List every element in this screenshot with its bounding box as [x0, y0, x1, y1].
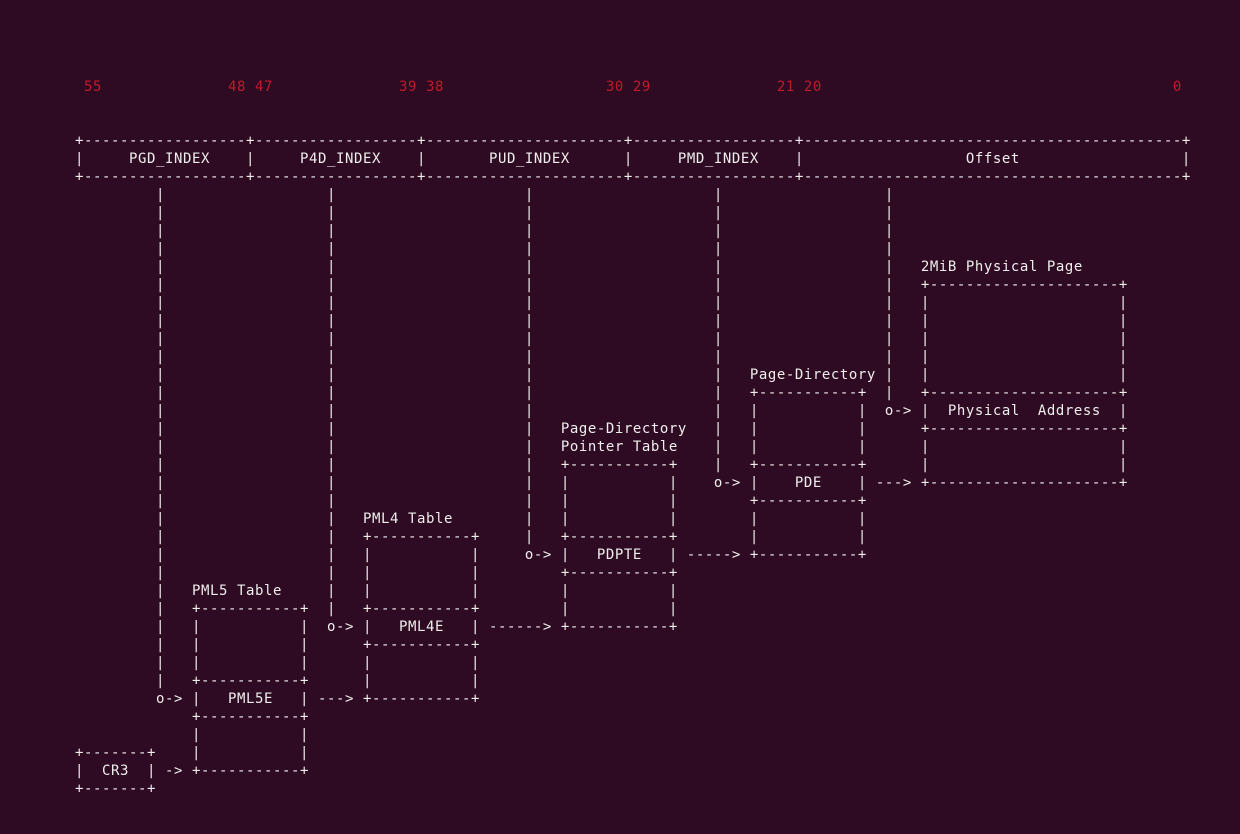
diagram-line: | +-----------+ | | [75, 673, 480, 689]
address-field-border: +------------------+------------------+-… [75, 169, 1191, 185]
diagram-line: | | | | | +---------------------+ [75, 277, 1128, 293]
diagram-line: | | | | | | | [75, 313, 1128, 329]
diagram-line: | | | | | | o-> | Physical Address | [75, 403, 1128, 419]
diagram-line: | | | | +-----------+ | +---------------… [75, 385, 1128, 401]
diagram-line: +-----------+ [75, 709, 309, 725]
diagram-line: +-------+ | | [75, 745, 309, 761]
diagram-line: | | | | | | | [75, 349, 1128, 365]
diagram-line: | | | | Page-Directory | | | [75, 367, 1128, 383]
diagram-line: | | | | | 2MiB Physical Page [75, 259, 1083, 275]
diagram-line: | +-----------+ | +-----------+ | | [75, 601, 678, 617]
bit-numbers-line: 55 48 47 39 38 30 29 21 20 0 [75, 79, 1182, 95]
diagram-line: | | | | | [75, 655, 480, 671]
diagram-line: | | | o-> | PML4E | ------> +-----------… [75, 619, 678, 635]
diagram-line: | | | Page-Directory | | | +------------… [75, 421, 1128, 437]
diagram-line: | | +-----------+ | +-----------+ | | [75, 529, 867, 545]
diagram-line: | | PML4 Table | | | | | [75, 511, 867, 527]
diagram-line: | | | | o-> | PDPTE | -----> +----------… [75, 547, 867, 563]
address-fields-row: | PGD_INDEX | P4D_INDEX | PUD_INDEX | PM… [75, 151, 1191, 167]
diagram-line: | | | +-----------+ | +-----------+ | | [75, 457, 1128, 473]
diagram-line: | | | | | [75, 241, 894, 257]
paging-diagram: +------------------+------------------+-… [75, 132, 1191, 798]
address-field-border: +------------------+------------------+-… [75, 133, 1191, 149]
diagram-line: | | | | | [75, 223, 894, 239]
diagram-line: +-------+ [75, 781, 156, 797]
diagram-line: | CR3 | -> +-----------+ [75, 763, 309, 779]
diagram-line: | | | | +-----------+ [75, 565, 678, 581]
diagram-line: | | | | | +-----------+ [75, 493, 867, 509]
diagram-line: | | [75, 727, 309, 743]
diagram-line: | | | Pointer Table | | | | | [75, 439, 1128, 455]
diagram-line: | | | | | o-> | PDE | ---> +------------… [75, 475, 1128, 491]
diagram-line: o-> | PML5E | ---> +-----------+ [75, 691, 480, 707]
diagram-line: | | | | | | | [75, 331, 1128, 347]
diagram-line: | | | | | [75, 205, 894, 221]
diagram-line: | PML5 Table | | | | | [75, 583, 678, 599]
diagram-line: | | | +-----------+ [75, 637, 480, 653]
diagram-line: | | | | | | | [75, 295, 1128, 311]
diagram-line: | | | | | [75, 187, 894, 203]
terminal-screen: 55 48 47 39 38 30 29 21 20 0 +----------… [75, 42, 1191, 834]
terminal-window: 55 48 47 39 38 30 29 21 20 0 +----------… [75, 79, 1191, 797]
